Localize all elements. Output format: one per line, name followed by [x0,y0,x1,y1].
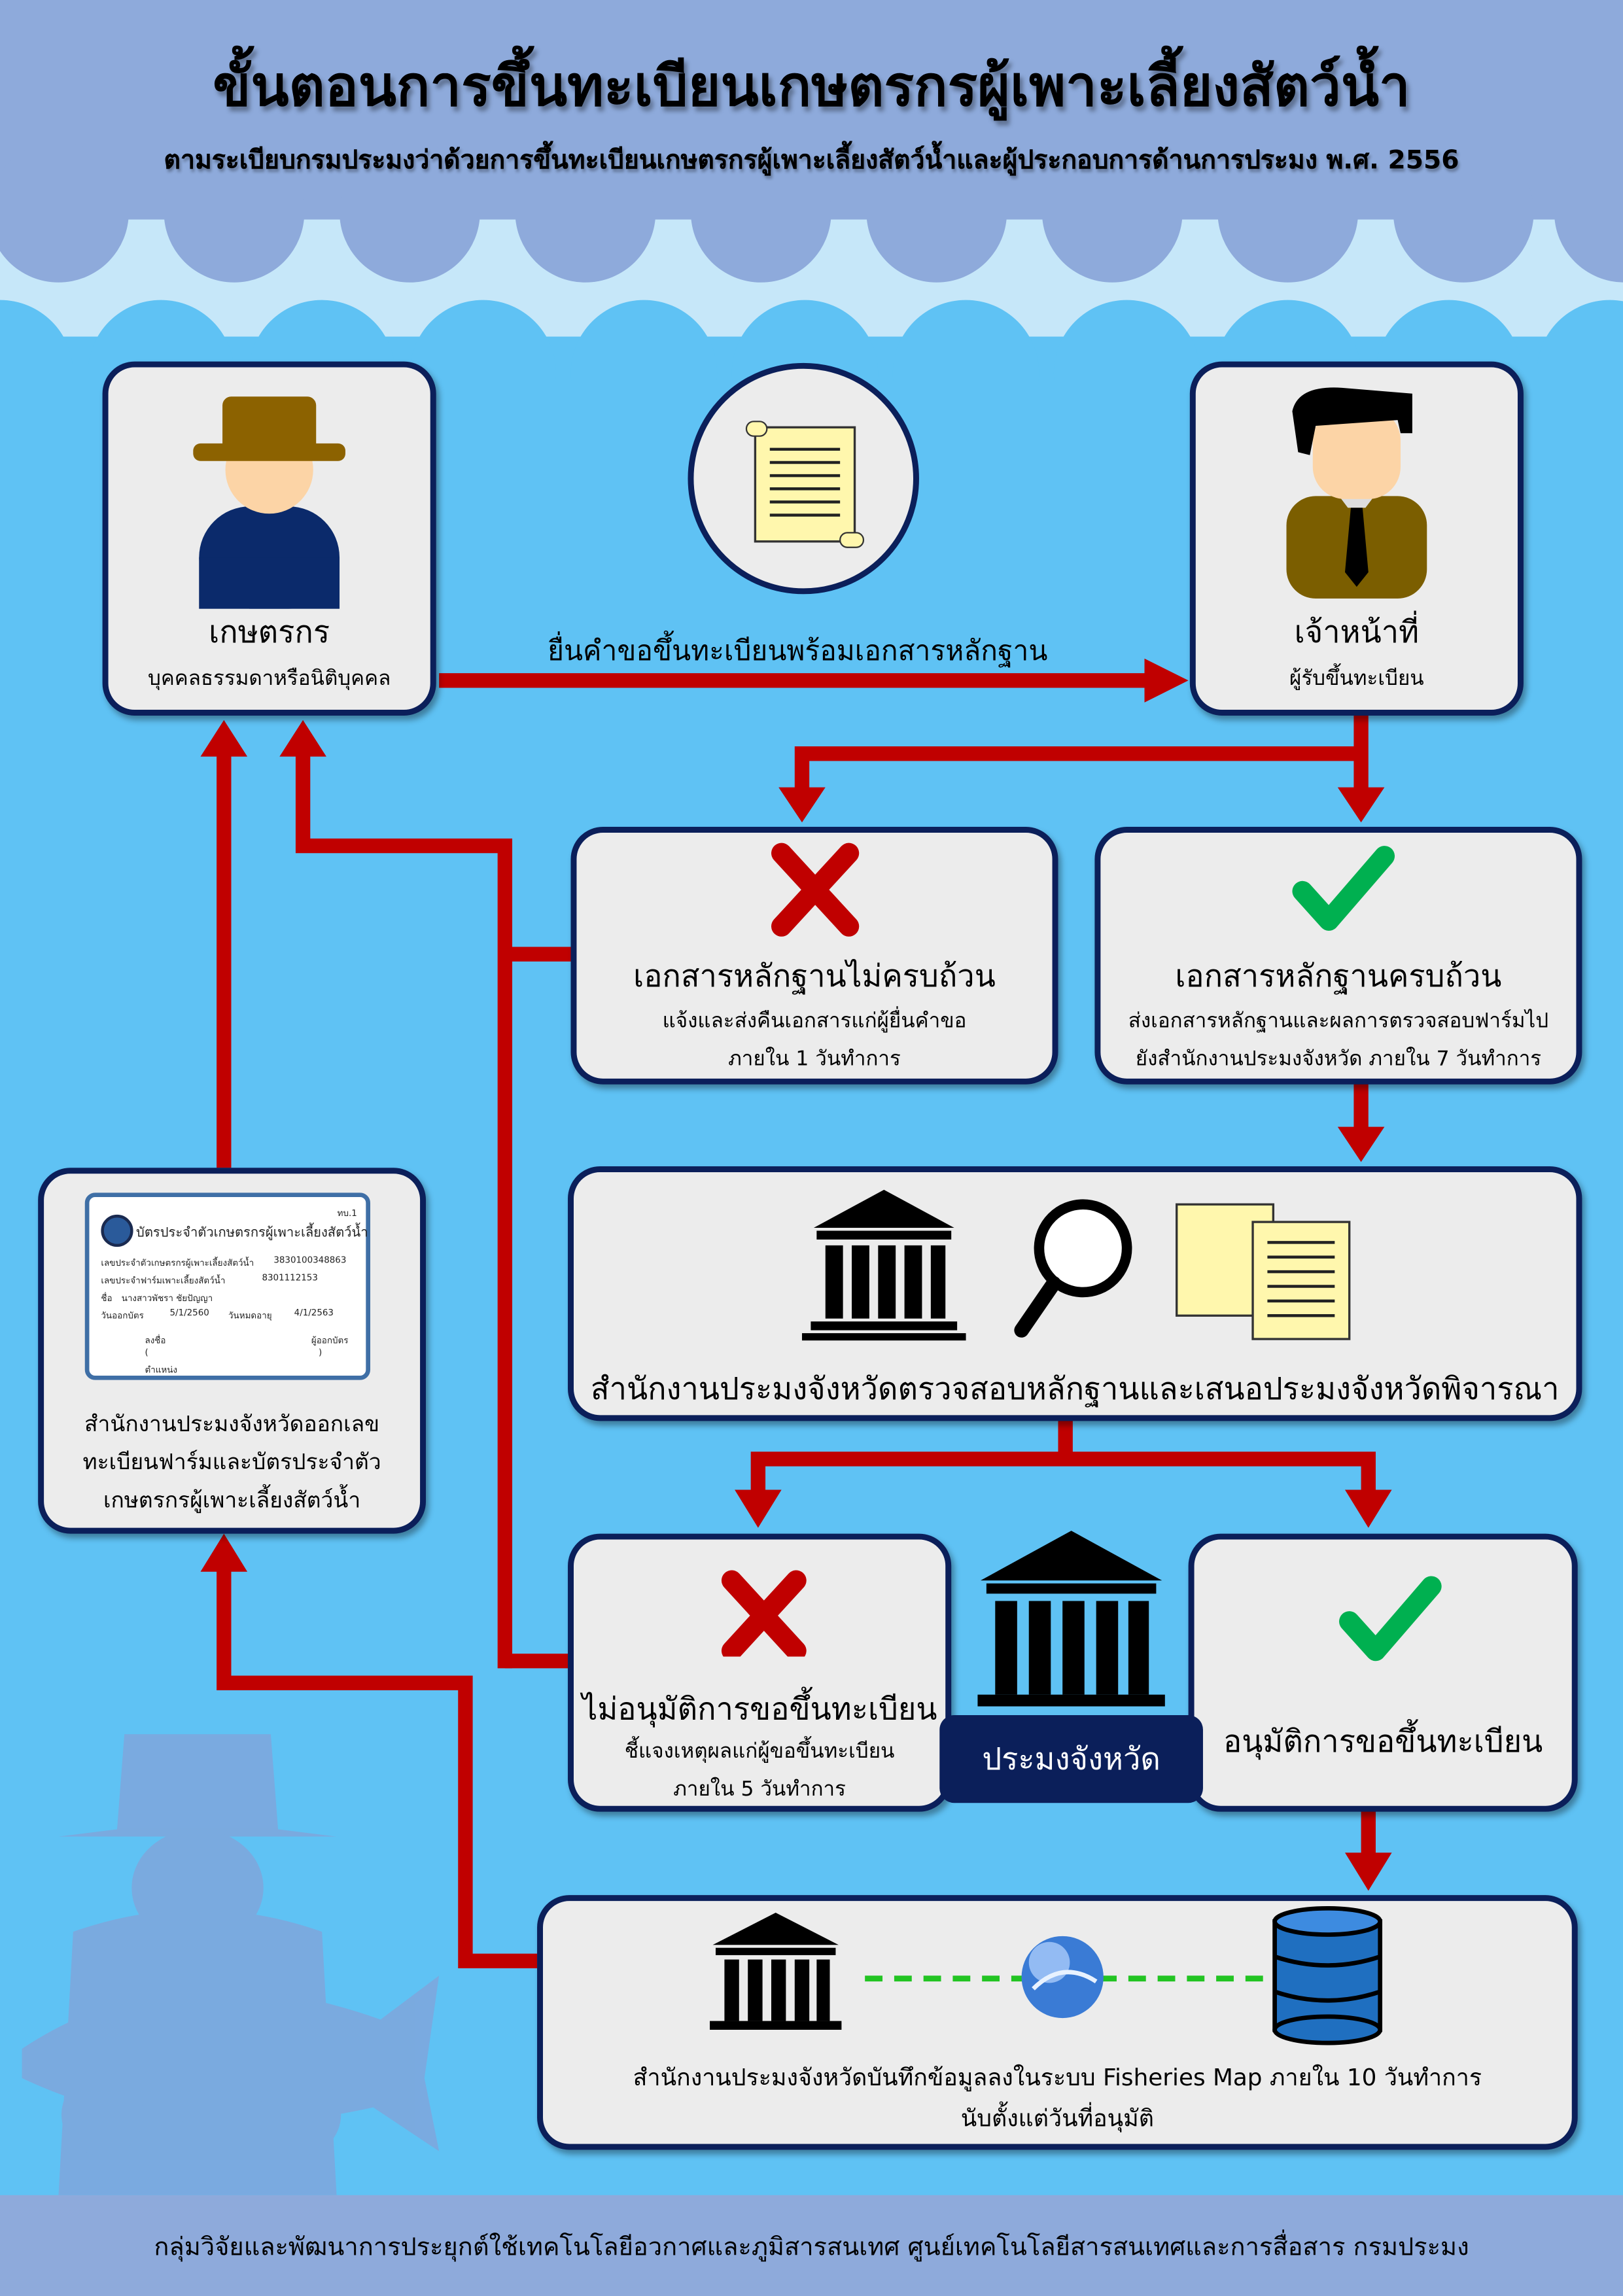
scroll-document-icon [745,421,865,548]
issue-line2: ทะเบียนฟาร์มและบัตรประจำตัว [82,1448,381,1476]
document-circle [688,362,919,595]
officer-box: เจ้าหน้าที่ ผู้รับขึ้นทะเบียน [1189,361,1524,716]
not-approved-box: ไม่อนุมัติการขอขึ้นทะเบียน ชี้แจงเหตุผลแ… [568,1533,952,1812]
page-subtitle: ตามระเบียบกรมประมงว่าด้วยการขึ้นทะเบียนเ… [164,146,1459,176]
card-title: บัตรประจำตัวเกษตรกรผู้เพาะเลี้ยงสัตว์น้ำ [136,1226,368,1242]
complete-title: เอกสารหลักฐานครบถ้วน [1175,958,1502,994]
documents-incomplete-box: เอกสารหลักฐานไม่ครบถ้วน แจ้งและส่งคืนเอก… [570,827,1058,1085]
card-farmer-id-label: เลขประจำตัวเกษตรกรผู้เพาะเลี้ยงสัตว์น้ำ [101,1258,254,1269]
documents-icon [1176,1203,1351,1340]
not-approved-line2: ภายใน 5 วันทำการ [673,1778,846,1801]
officer-subtitle: ผู้รับขึ้นทะเบียน [1289,667,1424,691]
approved-title: อนุมัติการขอขึ้นทะเบียน [1223,1724,1543,1760]
issue-line1: สำนักงานประมงจังหวัดออกเลข [84,1410,380,1437]
magnifier-icon [1014,1199,1132,1338]
approved-box: อนุมัติการขอขึ้นทะเบียน [1188,1533,1578,1812]
waves [0,142,1623,381]
farmer-id-card: ทบ.1 บัตรประจำตัวเกษตรกรผู้เพาะเลี้ยงสัต… [84,1192,371,1380]
review-icons [801,1189,1351,1341]
record-icons [710,1905,1383,2045]
card-name-label: ชื่อ [101,1293,113,1304]
record-line1: สำนักงานประมงจังหวัดบันทึกข้อมูลลงในระบบ… [633,2063,1482,2091]
incomplete-line2: ภายใน 1 วันทำการ [728,1047,901,1071]
card-position-label: ตำแหน่ง [145,1365,177,1376]
incomplete-title: เอกสารหลักฐานไม่ครบถ้วน [633,958,996,994]
department-seal-icon [101,1214,133,1247]
officer-icon [1286,387,1427,599]
card-issue-label: วันออกบัตร [101,1311,144,1322]
card-farm-id-label: เลขประจำฟาร์มเพาะเลี้ยงสัตว์น้ำ [101,1276,226,1287]
complete-line2: ยังสำนักงานประมงจังหวัด ภายใน 7 วันทำการ [1135,1047,1542,1071]
issue-line3: เกษตรกรผู้เพาะเลี้ยงสัตว์น้ำ [103,1486,361,1514]
card-open-paren: ( [145,1348,148,1359]
farmer-title: เกษตรกร [209,614,330,650]
check-icon [1339,1576,1442,1661]
review-box: สำนักงานประมงจังหวัดตรวจสอบหลักฐานและเสน… [568,1166,1582,1421]
government-building-icon [801,1189,966,1341]
check-icon [1292,846,1395,931]
not-approved-line1: ชี้แจงเหตุผลแก่ผู้ขอขึ้นทะเบียน [624,1740,895,1764]
government-building-icon [710,1913,842,2030]
card-form-code: ทบ.1 [337,1208,357,1219]
record-box: สำนักงานประมงจังหวัดบันทึกข้อมูลลงในระบบ… [537,1895,1578,2150]
provincial-fisheries-label: ประมงจังหวัด [939,1714,1203,1803]
review-title: สำนักงานประมงจังหวัดตรวจสอบหลักฐานและเสน… [590,1371,1560,1406]
card-name: นางสาวพัชรา ชัยปัญญา [121,1293,213,1304]
card-close-paren: ) [318,1348,323,1359]
card-sign-label: ลงชื่อ [145,1336,166,1347]
farmer-icon [193,396,345,609]
footer-band [0,2195,1623,2296]
not-approved-title: ไม่อนุมัติการขอขึ้นทะเบียน [582,1692,937,1727]
farmer-box: เกษตรกร บุคคลธรรมดาหรือนิติบุคคล [102,361,436,716]
card-issue-date: 5/1/2560 [169,1308,209,1319]
database-icon [1272,1905,1383,2045]
complete-line1: ส่งเอกสารหลักฐานและผลการตรวจสอบฟาร์มไป [1128,1009,1549,1034]
card-issuer-label: ผู้ออกบัตร [311,1336,349,1347]
card-expiry-label: วันหมดอายุ [228,1311,272,1322]
page-title: ขั้นตอนการขึ้นทะเบียนเกษตรกรผู้เพาะเลี้ย… [213,54,1410,119]
card-farm-id: 8301112153 [262,1273,318,1284]
card-expiry-date: 4/1/2563 [294,1308,334,1319]
submit-label: ยื่นคำขอขึ้นทะเบียนพร้อมเอกสารหลักฐาน [548,635,1048,668]
officer-title: เจ้าหน้าที่ [1294,614,1420,650]
footer-credit: กลุ่มวิจัยและพัฒนาการประยุกต์ใช้เทคโนโลย… [154,2233,1469,2263]
farmer-subtitle: บุคคลธรรมดาหรือนิติบุคคล [147,667,391,691]
card-farmer-id: 3830100348863 [273,1255,347,1266]
documents-complete-box: เอกสารหลักฐานครบถ้วน ส่งเอกสารหลักฐานและ… [1094,827,1582,1085]
record-line2: นับตั้งแต่วันที่อนุมัติ [960,2104,1154,2132]
globe-icon [1021,1936,1104,2019]
cross-icon [721,1570,807,1657]
cross-icon [771,843,860,937]
incomplete-line1: แจ้งและส่งคืนเอกสารแก่ผู้ยื่นคำขอ [662,1009,967,1034]
